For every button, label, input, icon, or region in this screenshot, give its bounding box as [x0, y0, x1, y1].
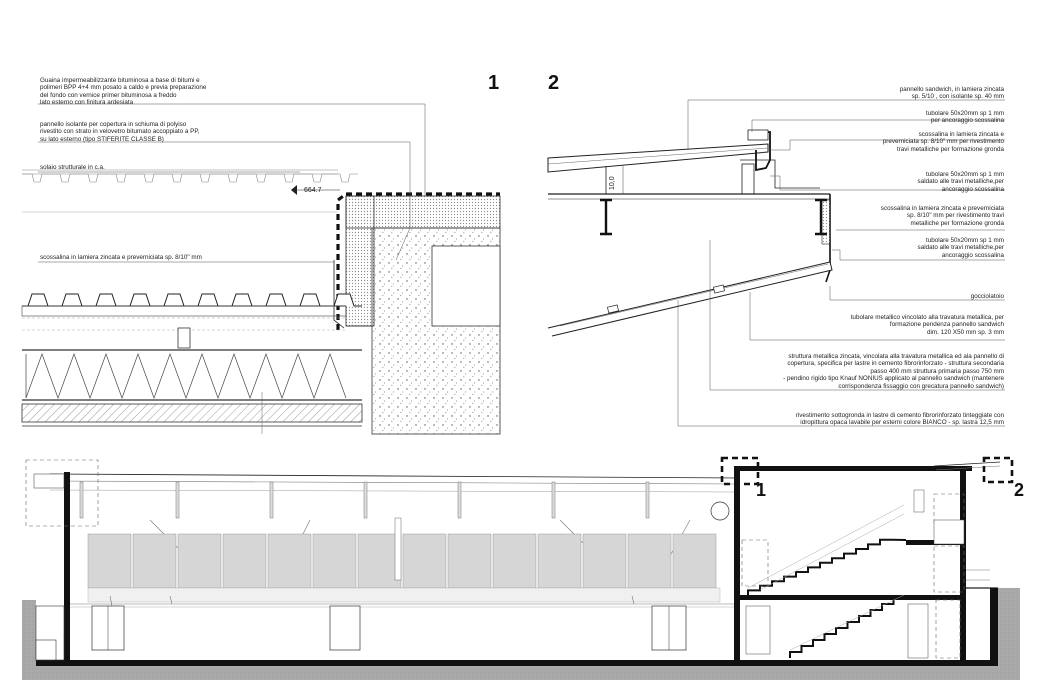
- detail-2-note-tubular-2: tubolare 50x20mm sp 1 mm saldato alle tr…: [917, 171, 1004, 193]
- callout-box-1: [720, 456, 760, 486]
- detail-2-note-metal-structure: struttura metallica zincata, vincolata a…: [783, 353, 1004, 390]
- detail-2-note-sandwich: pannello sandwich, in lamiera zincata sp…: [899, 86, 1004, 101]
- detail-1-leaders: [38, 103, 426, 263]
- detail-1-note-insulation: pannello isolante per copertura in schiu…: [40, 121, 200, 143]
- ground-right: [998, 588, 1020, 680]
- detail-2-leaders: [677, 99, 1005, 427]
- detail-2-note-drip: gocciolatoio: [970, 293, 1004, 300]
- detail-2-note-tubular-1: tubolare 50x20mm sp 1 mm per ancoraggio …: [925, 110, 1004, 125]
- detail-2-steel-beam: [548, 166, 830, 236]
- building-section: [22, 456, 1020, 680]
- section-callout-1: 1: [756, 480, 767, 500]
- detail-1-number: 1: [488, 72, 500, 94]
- detail-2-sandwich-panel: [547, 143, 769, 173]
- detail-1-note-membrane: Guaina impermeabilizzante bituminosa a b…: [40, 77, 207, 107]
- stair-upper: [747, 538, 907, 595]
- detail-1-bituminous-membrane: [336, 192, 500, 330]
- detail-2-number: 2: [548, 72, 560, 94]
- detail-2-soffit: [547, 261, 833, 337]
- callout-box-2: [982, 456, 1014, 484]
- detail-2-drawing: 10,0: [547, 99, 1005, 427]
- detail-2-note-flashing-1: scossalina in lamiera zincata e preverni…: [882, 131, 1004, 153]
- level-label: 664.7: [304, 187, 322, 194]
- ground-left: [22, 600, 36, 680]
- detail-2-note-tube-slope: tubolare metallico vincolato alla travat…: [850, 314, 1004, 336]
- section-callout-2: 2: [1014, 480, 1025, 500]
- detail-1-note-flashing: scossalina in lamiera zincata e preverni…: [40, 254, 202, 261]
- detail-1-note-slab: solaio strutturale in c.a.: [40, 164, 105, 171]
- detail-1-flashing: [333, 260, 345, 329]
- detail-1-corrugated-panel: [21, 293, 362, 349]
- detail-2-note-flashing-2: scossalina in lamiera zincata e preverni…: [880, 205, 1004, 227]
- detail-2-note-tubular-3: tubolare 50x20mm sp 1 mm saldato alle tr…: [917, 237, 1004, 259]
- detail-2-note-soffit: rivestimento sottogronda in lastre di ce…: [795, 412, 1004, 427]
- level-marker: 664.7: [291, 185, 340, 195]
- detail-1-drawing: 664.7: [21, 103, 501, 435]
- detail-1-truss: [21, 349, 363, 434]
- detail-1-structural-slab: [22, 169, 358, 213]
- stair-lower: [789, 597, 906, 658]
- dim-label: 10,0: [609, 176, 616, 190]
